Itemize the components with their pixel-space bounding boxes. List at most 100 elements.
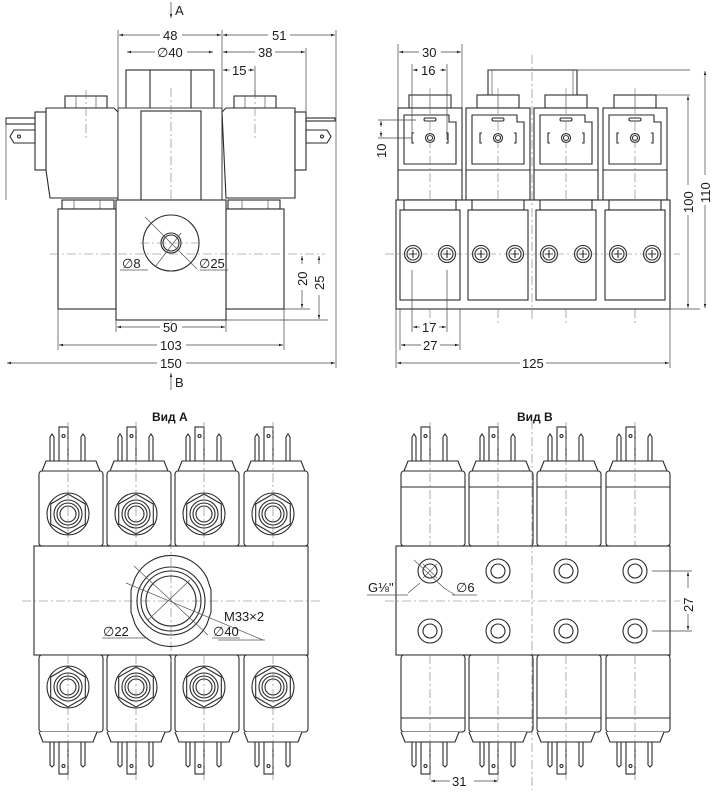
terminal-pin: [185, 433, 191, 461]
hex-nut: [403, 199, 457, 211]
dim-20: 20: [295, 272, 310, 286]
coil-body: [536, 470, 602, 547]
terminal-pin: [80, 742, 86, 768]
terminal-pin: [216, 742, 222, 768]
port-icon: [553, 618, 579, 644]
dim-110: 110: [698, 182, 713, 203]
side-valve-body: [399, 199, 461, 301]
terminal-pin: [285, 433, 291, 461]
terminal-pin: [420, 741, 431, 775]
front-view: A: [5, 2, 337, 390]
dim-150: 150: [160, 356, 182, 371]
right-solenoid: [221, 90, 336, 199]
coil-body: [536, 654, 602, 733]
view-b-ports: [417, 558, 648, 644]
left-solenoid: [5, 90, 119, 200]
coil-body: [605, 470, 671, 547]
side-valve-body: [467, 199, 529, 301]
terminal-pin: [647, 433, 653, 461]
terminal-pin: [126, 741, 137, 775]
terminal-pin: [578, 433, 584, 461]
coil-top: [38, 422, 104, 547]
terminal-pin: [126, 426, 137, 462]
coil-body: [400, 470, 466, 547]
coil-top: [605, 422, 671, 547]
dim-15: 15: [232, 63, 246, 78]
port-icon: [417, 558, 443, 584]
terminal-pin: [216, 433, 222, 461]
hex-nut: [471, 199, 525, 211]
port-icon: [622, 618, 648, 644]
terminal-pin: [479, 433, 485, 461]
coil-top: [468, 422, 534, 547]
coil-bottom: [38, 654, 104, 780]
front-top-dims: 48 ∅40 51 38 15: [117, 28, 337, 122]
port-icon: [417, 618, 443, 644]
bore-circle: [145, 575, 197, 627]
dim-31: 31: [452, 774, 466, 789]
valve-body-front: ∅8 ∅25: [50, 199, 325, 321]
dim-m33x2: M33×2: [224, 609, 264, 624]
view-label-a: A: [175, 3, 184, 18]
dim-10: 10: [374, 144, 389, 158]
terminal-pin: [510, 742, 516, 768]
dim-27: 27: [423, 338, 437, 353]
view-b-bottom-coils: [400, 654, 671, 780]
view-b-manifold: [395, 545, 671, 656]
side-coil: [602, 88, 668, 325]
dim-g18: G⅛": [368, 580, 394, 595]
view-label-b: B: [175, 375, 184, 390]
terminal-pin: [263, 426, 274, 462]
coil-top: [536, 422, 602, 547]
coil-bottom: [174, 654, 240, 780]
terminal-pin: [58, 426, 69, 462]
terminal-pin: [148, 433, 154, 461]
port-icon: [485, 558, 511, 584]
dim-d40: ∅40: [157, 45, 183, 60]
side-valve-bodies: [399, 199, 666, 301]
terminal-pin: [58, 741, 69, 775]
coil-body: [468, 654, 534, 733]
terminal-pin: [479, 742, 485, 768]
dim-17: 17: [422, 320, 436, 335]
front-bottom-dims: 50 103 150: [6, 122, 337, 371]
terminal-pin: [263, 741, 274, 775]
coil-body: [605, 654, 671, 733]
terminal-pin: [578, 742, 584, 768]
dim-100: 100: [681, 191, 696, 213]
view-b-title: Вид B: [517, 410, 553, 424]
center-fitting: [117, 69, 223, 330]
port-icon: [485, 618, 511, 644]
terminal-pin: [625, 741, 636, 775]
terminal-pin: [616, 742, 622, 768]
terminal-pin: [194, 426, 205, 462]
hex-nut: [608, 199, 662, 211]
view-b: Вид B G⅛" ∅6 27 31: [367, 410, 696, 790]
hex-nut: [539, 199, 593, 211]
coil-bottom: [536, 654, 602, 780]
coil-top: [400, 422, 466, 547]
view-arrow-a: A: [169, 2, 184, 18]
terminal-pin: [80, 433, 86, 461]
terminal-pin: [442, 433, 448, 461]
view-a: Вид A M33×2 ∅22 ∅40: [22, 410, 322, 780]
dim-125: 125: [522, 356, 544, 371]
view-b-top-coils: [400, 422, 671, 547]
terminal-pin: [510, 433, 516, 461]
dim-48: 48: [163, 28, 177, 43]
terminal-pin: [488, 426, 499, 462]
coil-bottom: [400, 654, 466, 780]
terminal-pin: [117, 742, 123, 768]
dim-view-a-d40: ∅40: [213, 624, 239, 639]
terminal-pin: [254, 433, 260, 461]
coil-top: [174, 422, 240, 547]
view-a-bottom-coils: [38, 654, 309, 780]
terminal-pin: [49, 433, 55, 461]
terminal-pin: [616, 433, 622, 461]
coil-bottom: [605, 654, 671, 780]
thread-circle: [136, 566, 206, 636]
terminal-pin: [556, 426, 567, 462]
connector-plug: [403, 114, 457, 165]
dim-d22: ∅22: [103, 624, 129, 639]
terminal-pin: [148, 742, 154, 768]
